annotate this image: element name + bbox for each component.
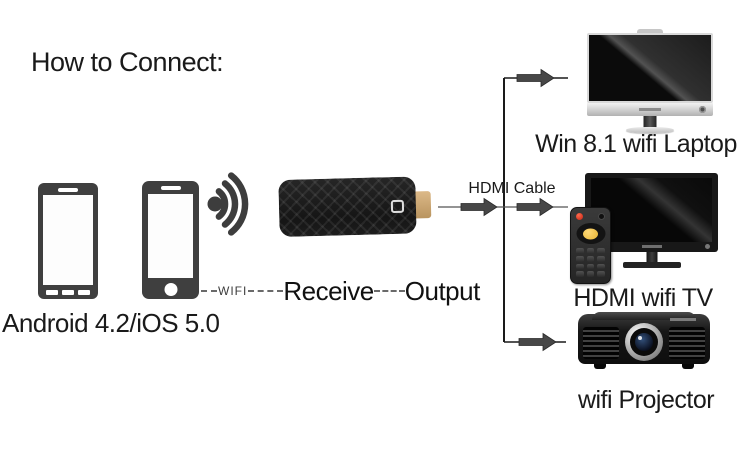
projector-icon [578, 312, 710, 369]
wifi-label: WIFI [218, 284, 248, 298]
wifi-arc-1 [215, 188, 229, 220]
projector-brand-mark [670, 318, 696, 321]
hdmi-cable-label: HDMI Cable [468, 180, 556, 197]
tv-stand-neck [646, 252, 657, 262]
android-phone-icon [38, 183, 98, 299]
remote-dpad [576, 223, 605, 244]
monitor-screen [589, 35, 711, 101]
monitor-stand-base [626, 127, 674, 133]
remote-top-button [598, 213, 605, 220]
projector-foot [594, 364, 606, 369]
home-button [164, 283, 177, 296]
tv-brand-mark [641, 245, 662, 248]
dongle-button [390, 199, 405, 214]
tv-screen [591, 178, 712, 242]
arrow-to-projector [518, 332, 557, 352]
laptop-monitor-icon [587, 29, 713, 133]
monitor-power-button [699, 106, 706, 113]
dashed-line [201, 290, 217, 292]
wifi-arc-3 [227, 172, 249, 236]
projector-vents-right [669, 327, 705, 359]
remote-control-icon [570, 207, 611, 284]
phone-screen [148, 194, 193, 278]
tv-label: HDMI wifi TV [573, 284, 713, 312]
android-nav-bars [46, 290, 90, 295]
ios-phone-icon [142, 181, 199, 299]
wifi-signal-icon [207, 172, 249, 236]
wifi-dot [207, 196, 223, 212]
tv-stand-base [622, 262, 681, 268]
laptop-label: Win 8.1 wifi Laptop [535, 130, 737, 158]
projector-label: wifi Projector [577, 386, 715, 414]
phone-screen [43, 195, 93, 285]
phone-speaker [58, 188, 78, 192]
dashed-line [248, 290, 284, 292]
remote-ok-button [583, 228, 598, 239]
monitor-stand-neck [643, 116, 657, 128]
remote-keypad [576, 248, 605, 277]
projector-top-cap [592, 312, 696, 320]
arrow-to-laptop [516, 68, 555, 88]
projector-vents-left [583, 327, 619, 359]
arrow-from-dongle [460, 197, 498, 217]
monitor-brand-mark [639, 108, 661, 111]
dongle-body [278, 176, 417, 238]
receive-label: Receive [283, 275, 374, 306]
output-label: Output [404, 275, 481, 306]
wifi-arc-2 [221, 180, 239, 228]
page-title: How to Connect: [31, 47, 224, 77]
projector-foot [682, 364, 694, 369]
remote-power-button [576, 213, 583, 220]
wifi-link-row: WIFI Receive Output [201, 275, 489, 306]
source-devices-caption: Android 4.2/iOS 5.0 [2, 308, 220, 338]
webcam-bump [637, 29, 663, 35]
phone-speaker [160, 186, 181, 190]
wifi-dongle-device [278, 176, 434, 240]
monitor-chin [587, 103, 713, 116]
projector-lens-glass [635, 333, 653, 351]
tv-power-light [705, 244, 710, 249]
dashed-line [373, 290, 405, 292]
arrow-to-tv [516, 197, 554, 217]
monitor-frame [587, 33, 713, 103]
